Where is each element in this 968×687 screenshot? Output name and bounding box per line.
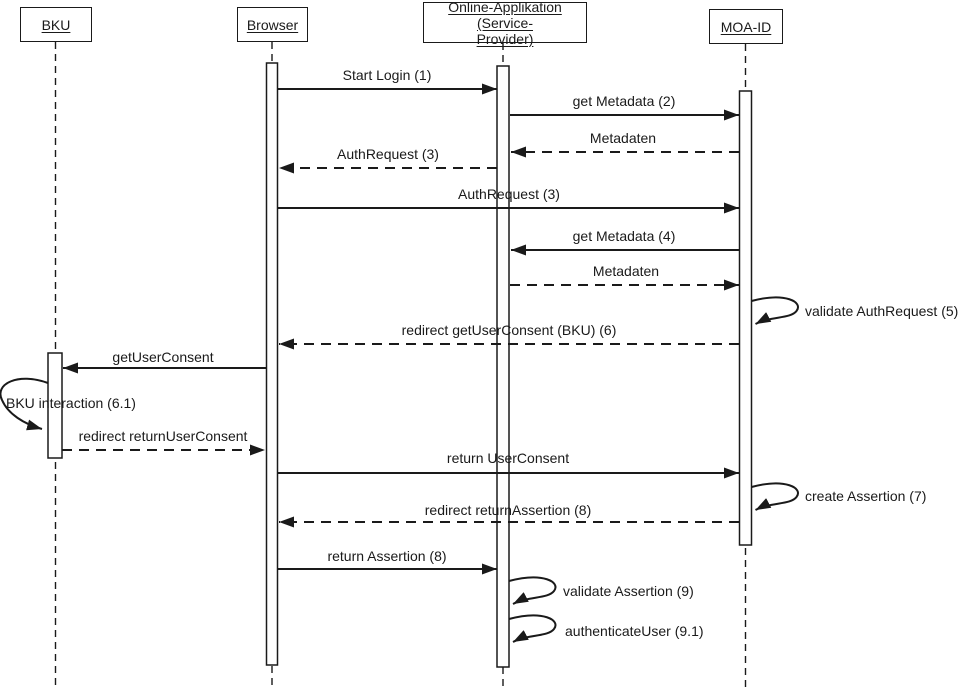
message-label-metadaten-2: Metadaten <box>592 263 660 279</box>
message-label-authenticateuser-9-1: authenticateUser (9.1) <box>565 623 704 639</box>
message-label-authrequest-3-forward: AuthRequest (3) <box>458 186 560 202</box>
participant-box-browser: Browser <box>237 7 308 42</box>
participant-label-bku: BKU <box>41 16 71 33</box>
participant-label-online-applikation: Online-Applikation (Service- Provider) <box>448 0 562 47</box>
participant-box-moa-id: MOA-ID <box>709 9 783 44</box>
message-label-get-metadata-4: get Metadata (4) <box>572 228 676 244</box>
message-label-redirect-getuserconsent-6: redirect getUserConsent (BKU) (6) <box>401 322 617 338</box>
self-loop-validate-authrequest-5 <box>751 296 799 325</box>
self-loop-create-assertion-7 <box>751 482 799 511</box>
message-label-create-assertion-7: create Assertion (7) <box>805 488 927 504</box>
message-arrows <box>0 83 799 643</box>
activation-bar-moa-id <box>738 90 753 546</box>
self-loop-validate-assertion-9 <box>508 576 557 605</box>
message-label-redirect-returnuserconsent: redirect returnUserConsent <box>78 428 248 444</box>
message-label-bku-interaction-6-1: BKU interaction (6.1) <box>6 395 136 411</box>
message-label-validate-assertion-9: validate Assertion (9) <box>563 583 694 599</box>
participant-label-browser: Browser <box>246 16 299 33</box>
message-label-getuserconsent: getUserConsent <box>112 349 214 365</box>
activation-bar-bku <box>47 352 63 459</box>
participant-label-moa-id: MOA-ID <box>720 18 772 35</box>
message-label-redirect-returnassertion-8: redirect returnAssertion (8) <box>424 502 592 518</box>
message-label-validate-authrequest-5: validate AuthRequest (5) <box>805 303 959 319</box>
self-loop-authenticateuser-9-1 <box>508 614 557 643</box>
message-label-return-assertion-8: return Assertion (8) <box>327 548 447 564</box>
participant-box-bku: BKU <box>20 7 92 42</box>
message-label-start-login: Start Login (1) <box>342 67 432 83</box>
message-label-return-userconsent: return UserConsent <box>446 450 570 466</box>
participant-box-online-applikation: Online-Applikation (Service- Provider) <box>423 0 587 47</box>
self-loop-bku-interaction-6-1 <box>0 377 49 431</box>
activation-bar-online-applikation <box>496 65 510 668</box>
message-label-get-metadata-2: get Metadata (2) <box>572 93 676 109</box>
activation-bar-browser <box>265 62 279 666</box>
activation-bars <box>47 62 753 668</box>
message-label-metadaten-1: Metadaten <box>589 130 657 146</box>
message-label-authrequest-3-response: AuthRequest (3) <box>337 146 439 162</box>
